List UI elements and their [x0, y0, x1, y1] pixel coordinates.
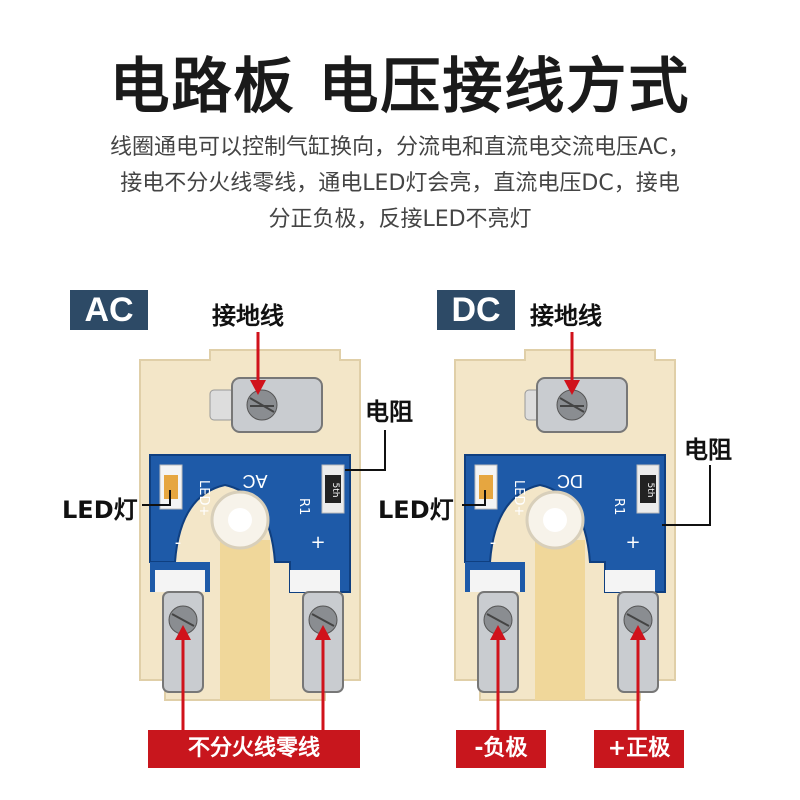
housing-slot	[220, 540, 270, 700]
dc-board-illustration: 5th LED+ DC R1 - +	[454, 332, 711, 730]
description: 线圈通电可以控制气缸换向，分流电和直流电交流电压AC， 接电不分火线零线，通电L…	[40, 130, 760, 238]
pad-plus	[290, 570, 340, 592]
ground-label: 接地线	[530, 302, 602, 330]
resistor-label: 电阻	[684, 436, 732, 464]
led-label: LED灯	[62, 496, 138, 524]
ground-terminal	[524, 377, 628, 433]
ground-terminal	[209, 377, 323, 433]
description-line: 分正负极，反接LED不亮灯	[268, 207, 532, 232]
chip-text: 5th	[645, 483, 655, 498]
pcb	[464, 454, 666, 593]
ac-board-illustration: 5th LED+ AC R1 - +	[139, 332, 386, 730]
ac-panel: 5th LED+ AC R1 - +	[0, 280, 413, 800]
pad-plus	[605, 570, 655, 592]
led-silkscreen: LED+	[196, 480, 211, 516]
bottom-label: 不分火线零线	[148, 730, 360, 768]
arrows	[490, 332, 646, 730]
chip-text: 5th	[330, 483, 340, 498]
minus-silkscreen: -	[175, 532, 182, 553]
description-line: 线圈通电可以控制气缸换向，分流电和直流电交流电压AC，	[109, 135, 691, 160]
pad-minus	[155, 570, 205, 592]
callout-lines	[142, 430, 386, 506]
positive-label: +正极	[594, 730, 684, 768]
arrows	[175, 332, 331, 730]
callout-lines	[462, 465, 711, 526]
description-line: 接电不分火线零线，通电LED灯会亮，直流电压DC，接电	[120, 171, 680, 196]
resistor-label: 电阻	[365, 398, 413, 426]
housing-slot	[535, 540, 585, 700]
dc-tag: DC	[437, 290, 515, 330]
dc-panel: 5th LED+ DC R1 - + DC 接地线	[378, 280, 800, 800]
minus-silkscreen: -	[490, 532, 497, 553]
led-silkscreen: LED+	[511, 480, 526, 516]
mode-silkscreen: DC	[557, 471, 583, 491]
plus-silkscreen: +	[310, 532, 325, 553]
ground-label: 接地线	[212, 302, 284, 330]
pcb	[149, 454, 351, 593]
negative-label: -负极	[456, 730, 546, 768]
plus-silkscreen: +	[625, 532, 640, 553]
r1-silkscreen: R1	[611, 498, 626, 515]
led-label: LED灯	[378, 496, 454, 524]
r1-silkscreen: R1	[296, 498, 311, 515]
page-title: 电路板 电压接线方式	[109, 52, 691, 122]
pad-minus	[470, 570, 520, 592]
mode-silkscreen: AC	[242, 471, 267, 491]
ac-tag: AC	[70, 290, 148, 330]
